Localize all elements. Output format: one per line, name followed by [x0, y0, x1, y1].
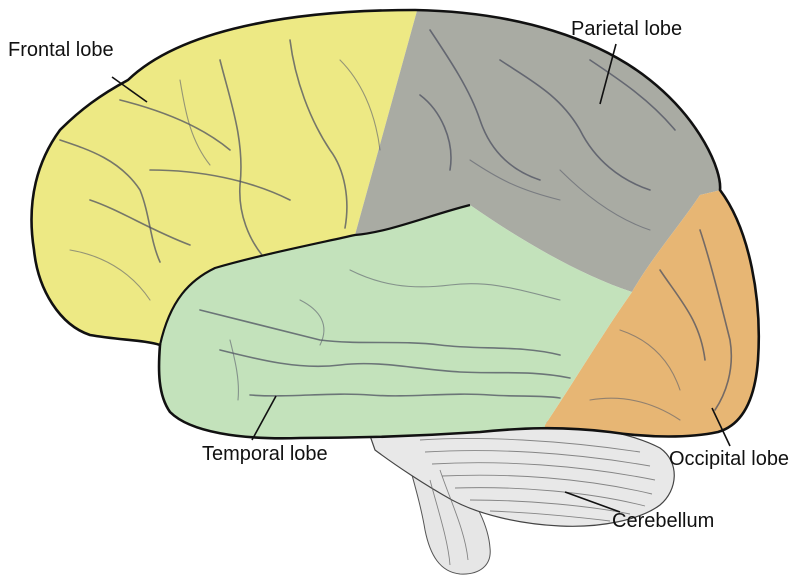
- frontal-lobe-label: Frontal lobe: [8, 40, 114, 60]
- temporal-lobe-label: Temporal lobe: [202, 444, 328, 464]
- occipital-lobe-label: Occipital lobe: [669, 449, 789, 469]
- parietal-lobe-label: Parietal lobe: [571, 19, 682, 39]
- cerebellum-label: Cerebellum: [612, 511, 714, 531]
- cerebellum-group: [368, 419, 674, 574]
